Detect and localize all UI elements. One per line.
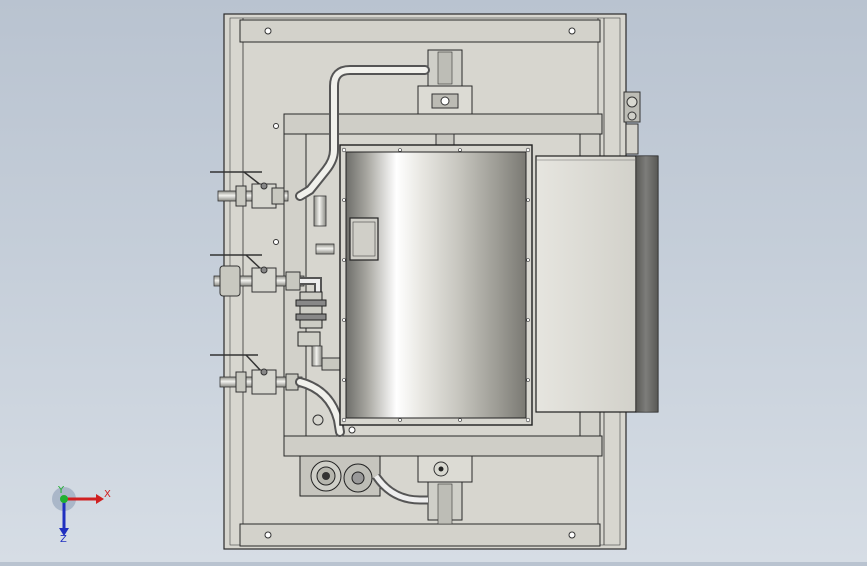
upper-pipe-loop bbox=[295, 65, 430, 201]
center-piping bbox=[295, 195, 356, 437]
x-axis-label: X bbox=[104, 489, 111, 500]
inlet-valve-middle[interactable] bbox=[210, 254, 305, 297]
door-hinge[interactable] bbox=[623, 91, 641, 155]
y-axis-label: Y bbox=[57, 485, 65, 496]
coordinate-triad: X Y Z bbox=[52, 485, 111, 545]
drum-housing bbox=[339, 144, 533, 426]
bottom-shaft-bearing bbox=[417, 455, 473, 525]
drive-gearbox[interactable] bbox=[299, 455, 428, 505]
inlet-valve-top[interactable] bbox=[210, 171, 289, 209]
z-axis-label: Z bbox=[60, 534, 67, 545]
access-door[interactable] bbox=[535, 155, 659, 413]
flange-icon bbox=[219, 265, 241, 297]
top-shaft-bearing bbox=[417, 49, 473, 147]
